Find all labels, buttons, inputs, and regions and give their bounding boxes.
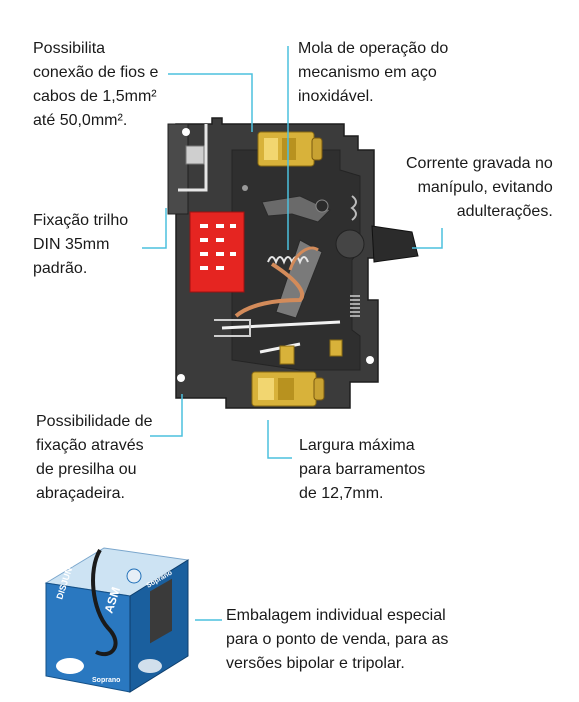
callout-busbar: Largura máxima para barramentos de 12,7m…: [299, 434, 425, 506]
callout-lever: Corrente gravada no manípulo, evitando a…: [406, 152, 553, 224]
bimetal-strip: [221, 320, 341, 330]
screw-hole-mid: [242, 185, 248, 191]
arc-chute: [189, 211, 245, 293]
callout-packaging-line: versões bipolar e tripolar.: [226, 655, 405, 672]
package-brand-text: Soprano: [92, 677, 120, 684]
callout-spring: Mola de operação do mecanismo em aço ino…: [298, 37, 448, 109]
callout-spring-line: mecanismo em aço: [298, 64, 437, 81]
screw-hole-right: [366, 356, 374, 364]
pivot: [315, 199, 329, 213]
callout-wire-gauge-line: até 50,0mm².: [33, 112, 128, 129]
screw-hole-top: [182, 128, 190, 136]
coil: [350, 195, 357, 221]
handle-pivot: [335, 229, 365, 259]
mechanism-link: [261, 195, 331, 223]
top-terminal: [257, 131, 323, 167]
callout-wire-gauge-line: cabos de 1,5mm²: [33, 88, 157, 105]
callout-packaging-line: Embalagem individual especial: [226, 607, 446, 624]
callout-lever-line: Corrente gravada no: [406, 155, 553, 172]
screw-hole-bottom: [177, 374, 185, 382]
bracket-slot: [185, 145, 205, 165]
package-box: [44, 547, 190, 693]
callout-clip-line: abraçadeira.: [36, 485, 125, 502]
callout-busbar-line: para barramentos: [299, 461, 426, 478]
copper-wire-2: [288, 246, 319, 271]
callout-wire-gauge-line: Possibilita: [33, 40, 106, 57]
leader-din-rail: [142, 208, 167, 249]
callout-din-rail: Fixação trilho DIN 35mm padrão.: [33, 209, 128, 281]
bimetal-holder: [214, 319, 251, 337]
adjust-screw: [279, 339, 343, 365]
callout-lever-line: manípulo, evitando: [417, 179, 553, 196]
callout-din-rail-line: padrão.: [33, 260, 88, 277]
operating-handle: [371, 225, 419, 263]
callout-din-rail-line: DIN 35mm: [33, 236, 110, 253]
callout-packaging: Embalagem individual especial para o pon…: [226, 604, 448, 676]
callout-clip-line: Possibilidade de: [36, 413, 153, 430]
leader-lever: [412, 228, 443, 249]
callout-wire-gauge: Possibilita conexão de fios e cabos de 1…: [33, 37, 158, 133]
callout-packaging-line: para o ponto de venda, para as: [226, 631, 449, 648]
callout-wire-gauge-line: conexão de fios e: [33, 64, 159, 81]
callout-busbar-line: de 12,7mm.: [299, 485, 384, 502]
callout-busbar-line: Largura máxima: [299, 437, 415, 454]
terminal-guide: [178, 124, 208, 192]
copper-wire: [234, 262, 305, 318]
callout-clip-line: de presilha ou: [36, 461, 137, 478]
callout-spring-line: inoxidável.: [298, 88, 374, 105]
bottom-terminal: [251, 371, 325, 407]
leader-busbar: [267, 420, 292, 459]
callout-clip-line: fixação através: [36, 437, 144, 454]
leader-clip: [150, 394, 183, 437]
callout-lever-line: adulterações.: [456, 203, 553, 220]
operating-spring: [267, 256, 309, 265]
callout-spring-line: Mola de operação do: [298, 40, 449, 57]
leader-wire-gauge: [168, 73, 253, 132]
callout-din-rail-line: Fixação trilho: [33, 212, 129, 229]
callout-clip: Possibilidade de fixação através de pres…: [36, 410, 153, 506]
trip-spring: [350, 295, 360, 317]
